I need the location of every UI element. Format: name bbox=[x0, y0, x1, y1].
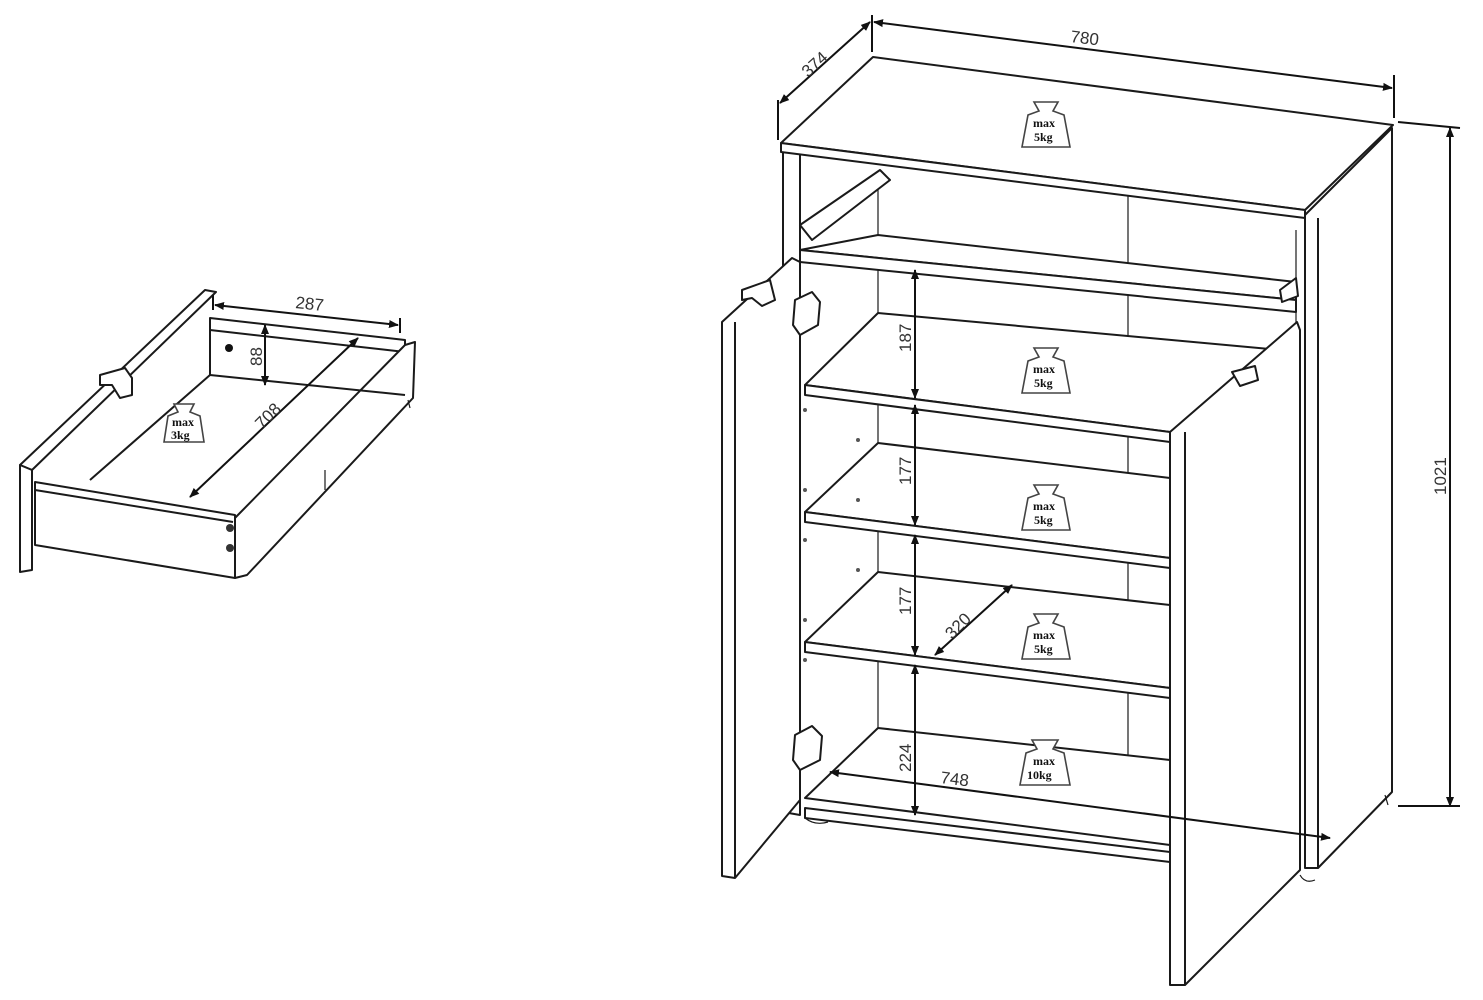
cabinet-bottom bbox=[804, 727, 1171, 846]
inner-width-label: 748 bbox=[940, 768, 970, 790]
right-door bbox=[1169, 321, 1301, 986]
svg-text:5kg: 5kg bbox=[1034, 376, 1053, 390]
drawer-front bbox=[34, 481, 236, 579]
svg-text:10kg: 10kg bbox=[1027, 768, 1052, 782]
left-door bbox=[721, 257, 801, 879]
shelf-2-weight-icon: max 5kg bbox=[1021, 484, 1071, 531]
shelf-1-weight-icon: max 5kg bbox=[1021, 347, 1071, 394]
drawer-drawing: 287 88 708 max 3kg bbox=[19, 289, 416, 579]
drawer-side-right bbox=[232, 341, 416, 579]
svg-text:5kg: 5kg bbox=[1034, 642, 1053, 656]
drawer-height-label: 88 bbox=[247, 347, 266, 366]
bottom-weight-icon: max 10kg bbox=[1019, 739, 1071, 786]
hinge-bottom bbox=[792, 725, 823, 771]
drawer-weight-icon: max 3kg bbox=[163, 403, 205, 443]
svg-text:5kg: 5kg bbox=[1034, 513, 1053, 527]
cabinet-drawing: 374 780 1021 187 177 177 224 320 748 max… bbox=[721, 15, 1461, 986]
svg-text:max: max bbox=[1033, 362, 1055, 376]
cabinet-side-right bbox=[1304, 127, 1393, 869]
drawer-runner-left bbox=[799, 169, 891, 241]
drawer-hole bbox=[225, 344, 233, 352]
shelf-gap-2-label: 177 bbox=[896, 457, 915, 485]
svg-text:max: max bbox=[172, 415, 194, 429]
drawer-handle-clip bbox=[99, 367, 133, 399]
drawer-depth-label: 708 bbox=[251, 399, 284, 432]
svg-text:max: max bbox=[1033, 754, 1055, 768]
svg-text:max: max bbox=[1033, 499, 1055, 513]
top-weight-icon: max 5kg bbox=[1021, 101, 1071, 148]
cabinet-depth-label: 374 bbox=[798, 48, 832, 81]
svg-text:max: max bbox=[1033, 628, 1055, 642]
hinge-top bbox=[792, 291, 821, 336]
shelf-gap-1-label: 187 bbox=[896, 324, 915, 352]
svg-text:max: max bbox=[1033, 116, 1055, 130]
cabinet-height-label: 1021 bbox=[1431, 457, 1450, 495]
svg-text:5kg: 5kg bbox=[1034, 130, 1053, 144]
cabinet-width-label: 780 bbox=[1070, 27, 1100, 49]
drawer-width-label: 287 bbox=[295, 293, 325, 315]
svg-text:3kg: 3kg bbox=[171, 428, 190, 442]
shelf-gap-3-label: 177 bbox=[896, 587, 915, 615]
shelf-3-weight-icon: max 5kg bbox=[1021, 613, 1071, 660]
bottom-gap-label: 224 bbox=[896, 744, 915, 772]
